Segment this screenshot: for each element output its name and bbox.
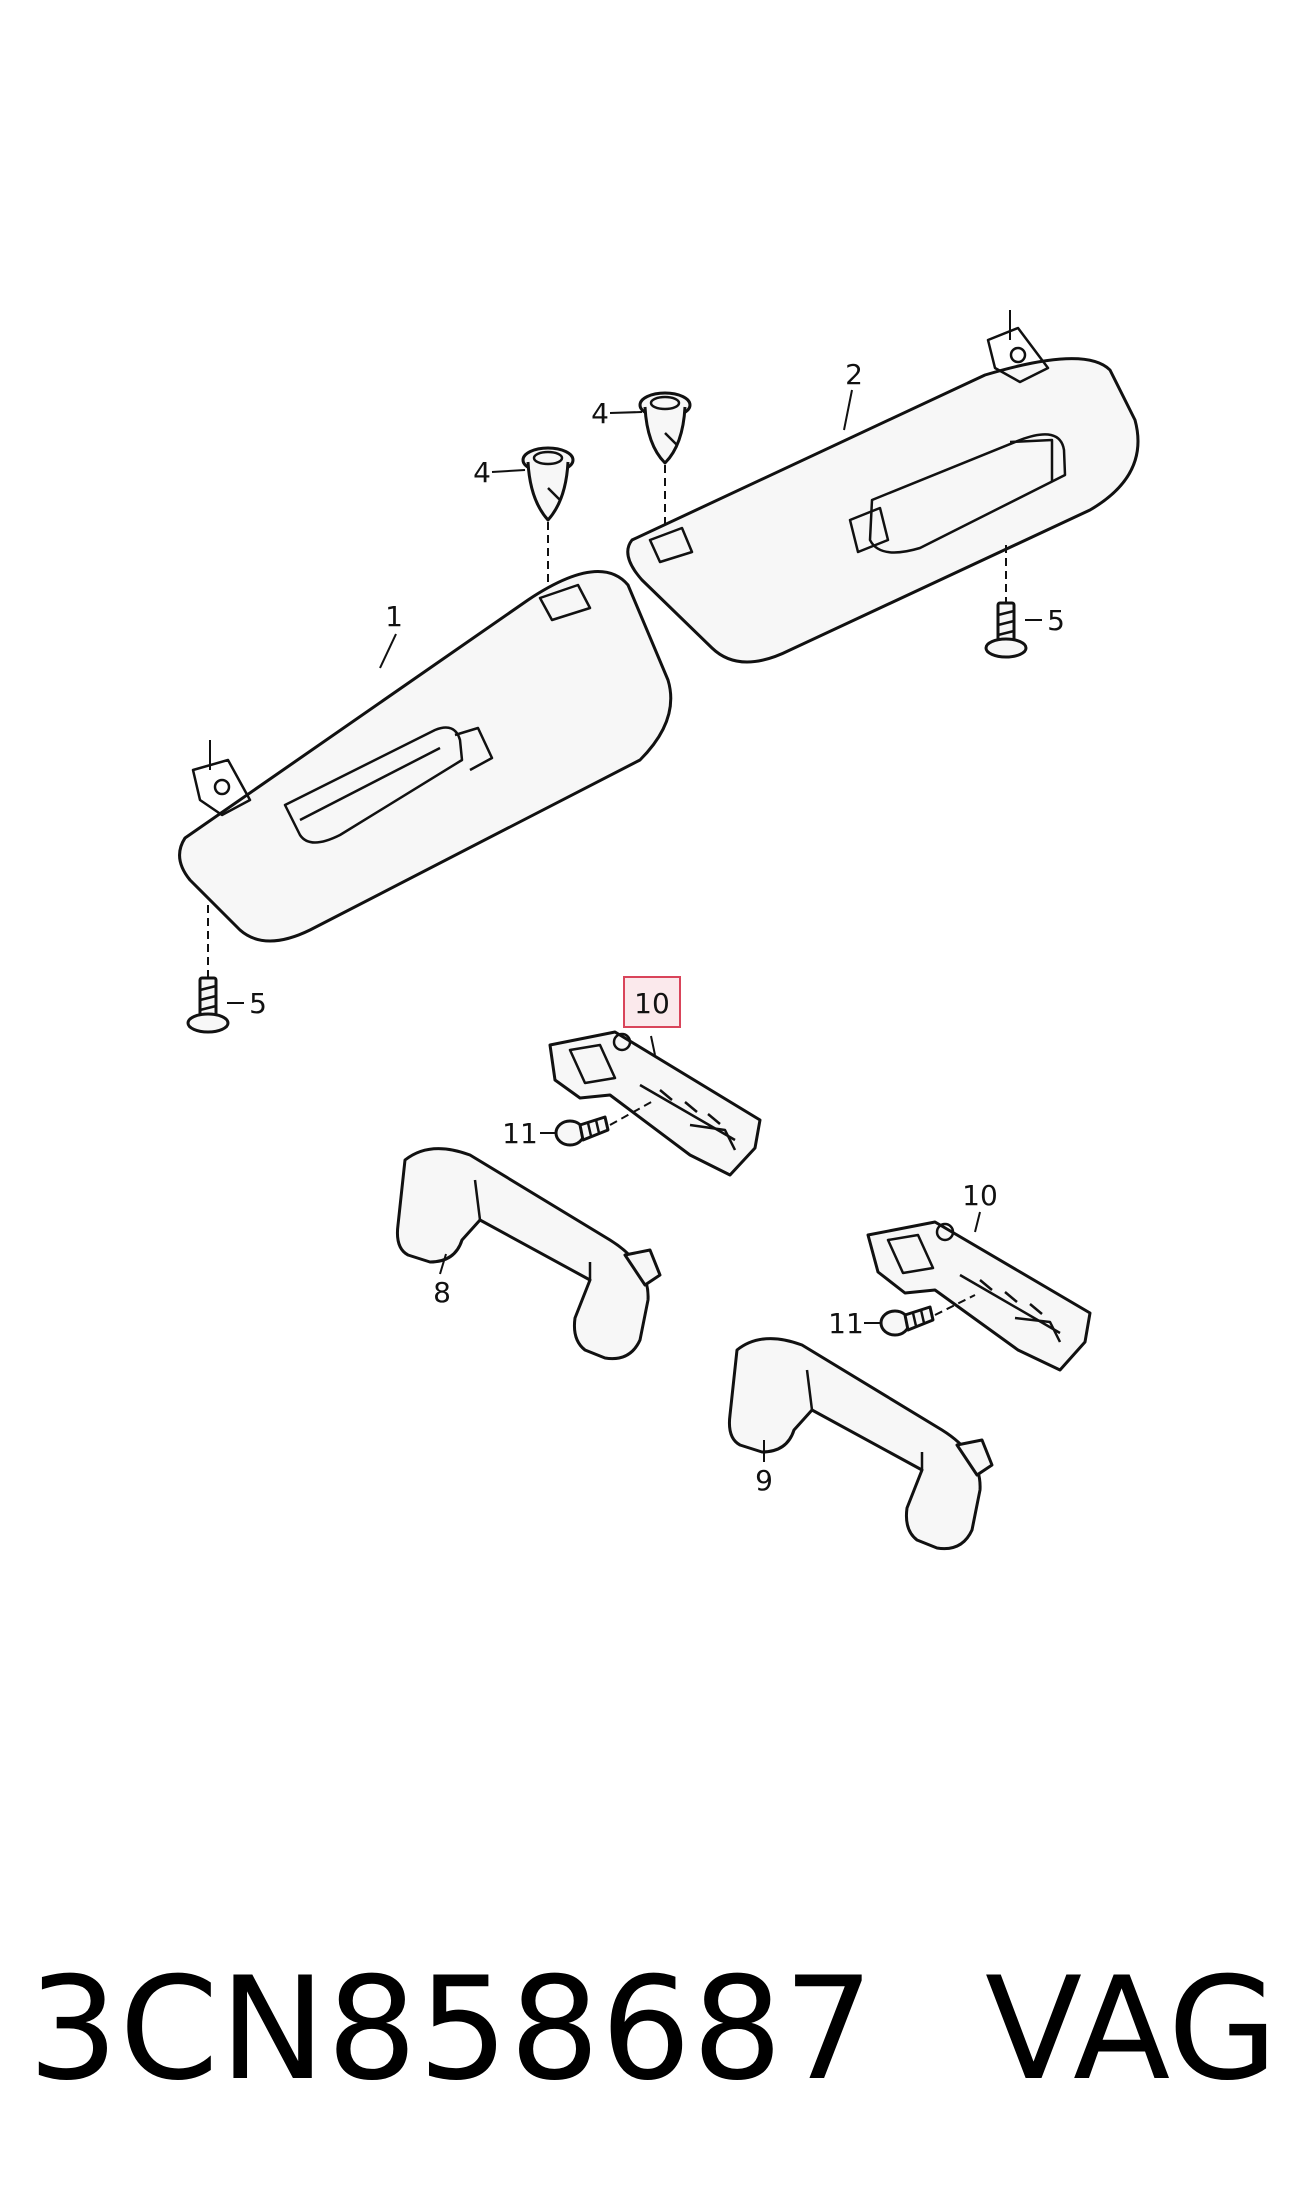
callout-4-left: 4 — [473, 456, 491, 489]
callout-5-left: 5 — [249, 987, 267, 1020]
part-number: 3CN858687 — [28, 1947, 875, 2112]
footer: 3CN858687 VAG — [0, 1940, 1300, 2120]
callout-1: 1 — [385, 600, 403, 633]
highlight-box — [623, 976, 681, 1028]
screw-right — [984, 601, 1028, 659]
grab-handle-rear — [728, 1337, 994, 1551]
callout-4-right: 4 — [591, 397, 609, 430]
grab-handle-front — [396, 1147, 662, 1361]
callout-11-rear: 11 — [828, 1307, 864, 1340]
bracket-highlighted — [548, 1030, 762, 1177]
sun-visor-left — [178, 570, 673, 943]
screw-left — [186, 976, 230, 1034]
callout-2: 2 — [845, 358, 863, 391]
callout-9: 9 — [755, 1464, 773, 1497]
bracket-second — [866, 1220, 1092, 1372]
callout-8: 8 — [433, 1276, 451, 1309]
clip-left — [521, 446, 575, 522]
callout-11-front: 11 — [502, 1117, 538, 1150]
callout-10-second: 10 — [962, 1179, 998, 1212]
callout-5-right: 5 — [1047, 604, 1065, 637]
sun-visor-right — [626, 326, 1140, 664]
leader-lines — [207, 310, 1042, 1462]
callout-10-highlighted: 10 — [634, 987, 670, 1020]
brand-name: VAG — [985, 1947, 1278, 2112]
clip-right — [638, 391, 692, 465]
bolt-front — [554, 1115, 610, 1147]
bolt-rear — [879, 1305, 935, 1337]
